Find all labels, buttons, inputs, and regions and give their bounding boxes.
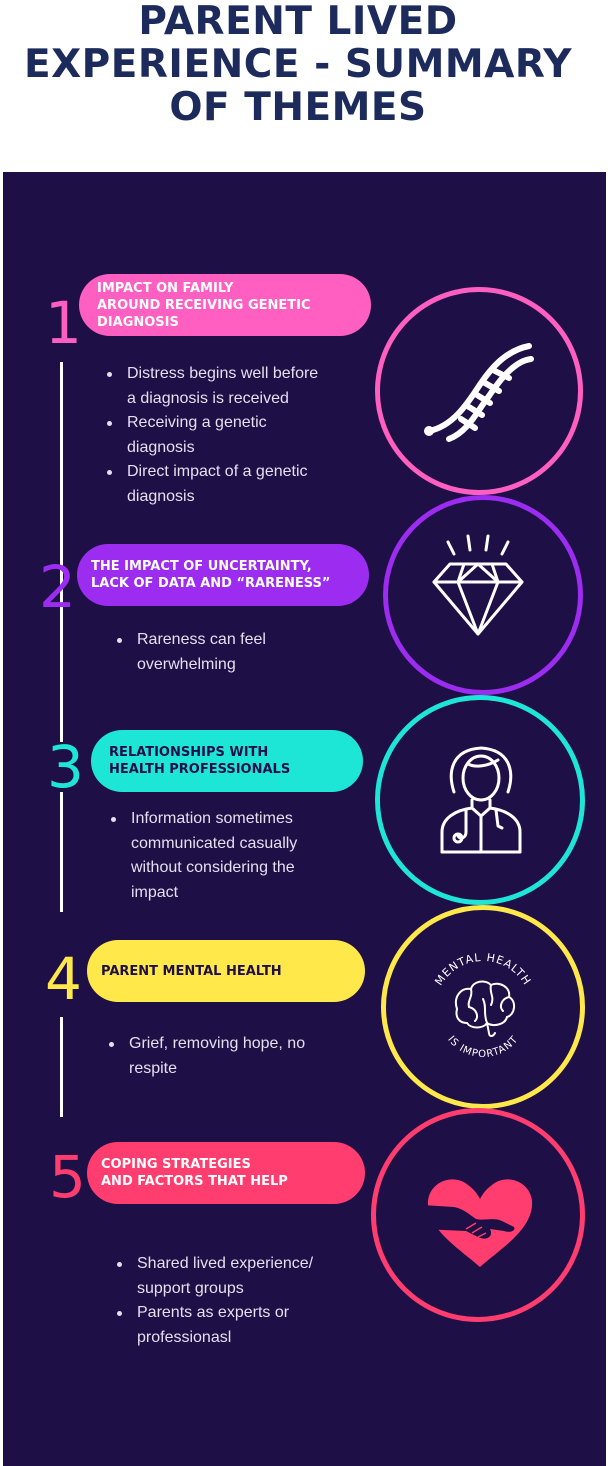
list-item: Information sometimes communicated casua… (107, 807, 337, 905)
theme-4-number: 4 (45, 945, 82, 1013)
infographic-panel: 1 IMPACT ON FAMILY AROUND RECEIVING GENE… (3, 172, 606, 1466)
title-line-1: PARENT LIVED (138, 0, 458, 44)
theme-3-number: 3 (47, 733, 84, 801)
doctor-icon (440, 746, 522, 854)
theme-3-heading-line: HEALTH PROFESSIONALS (109, 762, 291, 777)
theme-1-heading-line: AROUND RECEIVING GENETIC (97, 297, 311, 313)
connector-line-1 (60, 362, 63, 742)
list-item: Receiving a genetic diagnosis (103, 411, 323, 460)
theme-5-number: 5 (49, 1143, 86, 1211)
theme-1-bullets: Distress begins well before a diagnosis … (103, 362, 323, 509)
connector-line-4 (60, 1017, 63, 1117)
list-item: Parents as experts or professionasl (113, 1301, 333, 1350)
brain-icon: MENTAL HEALTH IS IMPORTANT (432, 951, 532, 1060)
theme-2-number: 2 (39, 553, 76, 621)
theme-2-bullets: Rareness can feel overwhelming (113, 628, 293, 677)
brain-icon-text-bottom: IS IMPORTANT (445, 1034, 519, 1060)
theme-1-number: 1 (45, 289, 82, 357)
theme-4-heading: PARENT MENTAL HEALTH (87, 940, 365, 1002)
theme-1-icon-circle (375, 287, 583, 495)
theme-4-bullets: Grief, removing hope, no respite (105, 1032, 345, 1081)
theme-3-icon-circle (375, 695, 585, 905)
theme-4-heading-line: PARENT MENTAL HEALTH (101, 963, 282, 979)
theme-5-icon-circle (371, 1108, 585, 1322)
theme-1-heading-line: IMPACT ON FAMILY (97, 280, 234, 296)
list-item: Distress begins well before a diagnosis … (103, 362, 323, 411)
title-line-2: EXPERIENCE - SUMMARY (23, 42, 573, 87)
title-line-3: OF THEMES (169, 85, 427, 130)
connector-line-2 (60, 620, 63, 728)
theme-5-heading-line: COPING STRATEGIES (101, 1157, 251, 1172)
list-item: Direct impact of a genetic diagnosis (103, 460, 323, 509)
theme-2-heading-line: THE IMPACT OF UNCERTAINTY, (91, 559, 312, 574)
theme-4-icon-circle: MENTAL HEALTH IS IMPORTANT (381, 905, 585, 1109)
heart-hand-icon (422, 1179, 533, 1267)
svg-text:IS IMPORTANT: IS IMPORTANT (445, 1034, 520, 1060)
theme-5-heading-line: AND FACTORS THAT HELP (101, 1174, 288, 1189)
connector-line-3 (60, 792, 63, 912)
theme-2-heading: THE IMPACT OF UNCERTAINTY, LACK OF DATA … (77, 544, 369, 606)
theme-2-heading-line: LACK OF DATA AND “RARENESS” (91, 576, 331, 591)
diamond-icon (432, 534, 524, 636)
list-item: Grief, removing hope, no respite (105, 1032, 345, 1081)
theme-1-heading: IMPACT ON FAMILY AROUND RECEIVING GENETI… (79, 274, 371, 336)
list-item: Shared lived experience/ support groups (113, 1252, 333, 1301)
theme-5-heading: COPING STRATEGIES AND FACTORS THAT HELP (87, 1142, 365, 1204)
theme-3-heading: RELATIONSHIPS WITH HEALTH PROFESSIONALS (91, 730, 363, 792)
list-item: Rareness can feel overwhelming (113, 628, 293, 677)
theme-2-icon-circle (383, 495, 583, 695)
theme-3-heading-line: RELATIONSHIPS WITH (109, 745, 269, 760)
theme-3-bullets: Information sometimes communicated casua… (107, 807, 337, 905)
theme-1-heading-line: DIAGNOSIS (97, 314, 179, 330)
dna-icon (424, 343, 534, 442)
theme-5-bullets: Shared lived experience/ support groups … (113, 1252, 333, 1350)
